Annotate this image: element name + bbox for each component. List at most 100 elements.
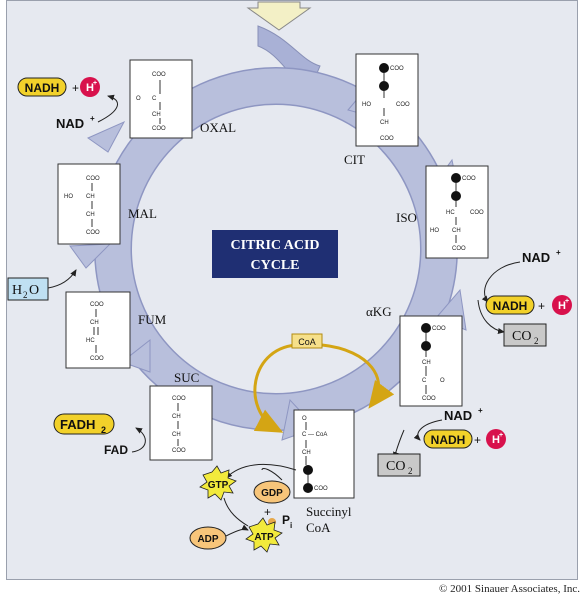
- svg-text:HO: HO: [64, 194, 73, 200]
- label-oxal: OXAL: [200, 120, 236, 135]
- svg-text:H: H: [492, 434, 500, 446]
- svg-text:COO: COO: [172, 448, 186, 454]
- svg-text:CH: CH: [172, 432, 181, 438]
- svg-text:C — CoA: C — CoA: [302, 432, 327, 438]
- svg-text:+: +: [90, 114, 95, 123]
- label-suc: SUC: [174, 370, 199, 385]
- svg-text:COO: COO: [380, 136, 394, 142]
- svg-text:+: +: [565, 298, 569, 305]
- svg-text:NAD: NAD: [56, 116, 84, 131]
- svg-text:+: +: [499, 432, 503, 439]
- svg-text:O: O: [29, 283, 39, 298]
- atp-starburst: ATP: [245, 517, 283, 553]
- label-cit: CIT: [344, 152, 365, 167]
- svg-text:+: +: [556, 248, 561, 257]
- succinyl-coa-structure: O C — CoA CH COO: [293, 409, 355, 499]
- label-mal: MAL: [128, 206, 157, 221]
- svg-text:P: P: [282, 513, 290, 527]
- svg-text:CH: CH: [172, 414, 181, 420]
- svg-text:COO: COO: [470, 210, 484, 216]
- svg-text:NAD: NAD: [444, 408, 472, 423]
- svg-text:H: H: [558, 300, 566, 312]
- svg-text:COO: COO: [90, 302, 104, 308]
- water-input: H 2 O: [7, 269, 77, 301]
- svg-text:COO: COO: [314, 486, 328, 492]
- cycle-title-line2: CYCLE: [250, 258, 299, 273]
- label-fum: FUM: [138, 312, 167, 327]
- svg-text:NAD: NAD: [522, 250, 550, 265]
- succinate-structure: COO CH CH COO: [149, 385, 213, 461]
- citrate-structure: COO HO COO CH COO: [355, 53, 419, 147]
- svg-text:2: 2: [408, 466, 413, 476]
- fumarate-structure: COO CH HC COO: [65, 291, 131, 369]
- coa-loop: CoA: [253, 333, 395, 433]
- nadh-oxal: NADH + H + NAD +: [17, 77, 118, 131]
- svg-text:COO: COO: [432, 326, 446, 332]
- cycle-title-box: CITRIC ACID CYCLE: [212, 230, 338, 278]
- fadh2-succinate: FADH 2 FAD: [53, 413, 146, 457]
- svg-text:CH: CH: [452, 228, 461, 234]
- cycle-title-line1: CITRIC ACID: [230, 238, 319, 253]
- svg-text:COO: COO: [172, 396, 186, 402]
- nadh-alpha-ketoglutarate: NAD + NADH + H + CO 2: [377, 406, 506, 477]
- svg-text:HC: HC: [446, 210, 455, 216]
- svg-text:+: +: [474, 433, 481, 447]
- svg-text:+: +: [538, 299, 545, 313]
- svg-text:H: H: [12, 283, 22, 298]
- svg-text:+: +: [93, 80, 97, 87]
- svg-text:H: H: [86, 82, 94, 94]
- svg-text:2: 2: [534, 336, 539, 346]
- gtp-starburst: GTP: [199, 465, 237, 501]
- svg-text:2: 2: [101, 425, 106, 435]
- label-succinyl: Succinyl: [306, 504, 352, 519]
- svg-text:HC: HC: [86, 338, 95, 344]
- label-akg: αKG: [366, 304, 392, 319]
- svg-text:i: i: [290, 521, 292, 530]
- svg-text:COO: COO: [396, 102, 410, 108]
- svg-text:NADH: NADH: [493, 299, 528, 313]
- malate-structure: COO HO CH CH COO: [57, 163, 121, 245]
- svg-text:COO: COO: [152, 72, 166, 78]
- svg-text:CH: CH: [380, 120, 389, 126]
- svg-text:CH: CH: [422, 360, 431, 366]
- nadh-isocitrate: NAD + NADH + H + CO 2: [477, 248, 572, 347]
- svg-text:O: O: [136, 96, 141, 102]
- copyright-notice: © 2001 Sinauer Associates, Inc.: [439, 583, 580, 595]
- svg-text:GDP: GDP: [261, 488, 283, 499]
- svg-text:FADH: FADH: [60, 417, 95, 432]
- svg-text:COO: COO: [86, 176, 100, 182]
- svg-text:ATP: ATP: [254, 532, 274, 543]
- svg-text:CH: CH: [302, 450, 311, 456]
- svg-text:O: O: [302, 416, 307, 422]
- gtp-atp-exchange: GTP GDP + P i ADP ATP: [189, 464, 297, 553]
- svg-text:+: +: [264, 505, 271, 519]
- svg-text:C: C: [152, 96, 157, 102]
- svg-text:COO: COO: [86, 230, 100, 236]
- svg-text:HO: HO: [430, 228, 439, 234]
- coa-badge: CoA: [298, 337, 316, 347]
- svg-text:ADP: ADP: [197, 534, 218, 545]
- svg-text:CO: CO: [512, 329, 531, 344]
- svg-text:+: +: [478, 406, 483, 415]
- svg-text:CH: CH: [152, 112, 161, 118]
- svg-text:COO: COO: [422, 396, 436, 402]
- isocitrate-structure: COO HC COO HO CH COO: [425, 165, 489, 259]
- svg-text:GTP: GTP: [208, 480, 229, 491]
- svg-text:COO: COO: [452, 246, 466, 252]
- label-iso: ISO: [396, 210, 417, 225]
- svg-text:HO: HO: [362, 102, 371, 108]
- svg-text:O: O: [440, 378, 445, 384]
- label-coa-line: CoA: [306, 520, 331, 535]
- svg-text:FAD: FAD: [104, 443, 128, 457]
- svg-text:CH: CH: [86, 194, 95, 200]
- svg-text:NADH: NADH: [25, 81, 60, 95]
- oxaloacetate-structure: COO C CH COO O: [129, 59, 193, 139]
- svg-text:C: C: [422, 378, 427, 384]
- svg-text:2: 2: [23, 290, 28, 300]
- svg-text:COO: COO: [152, 126, 166, 132]
- svg-text:CH: CH: [90, 320, 99, 326]
- svg-text:COO: COO: [90, 356, 104, 362]
- svg-text:CH: CH: [86, 212, 95, 218]
- svg-text:NADH: NADH: [431, 433, 466, 447]
